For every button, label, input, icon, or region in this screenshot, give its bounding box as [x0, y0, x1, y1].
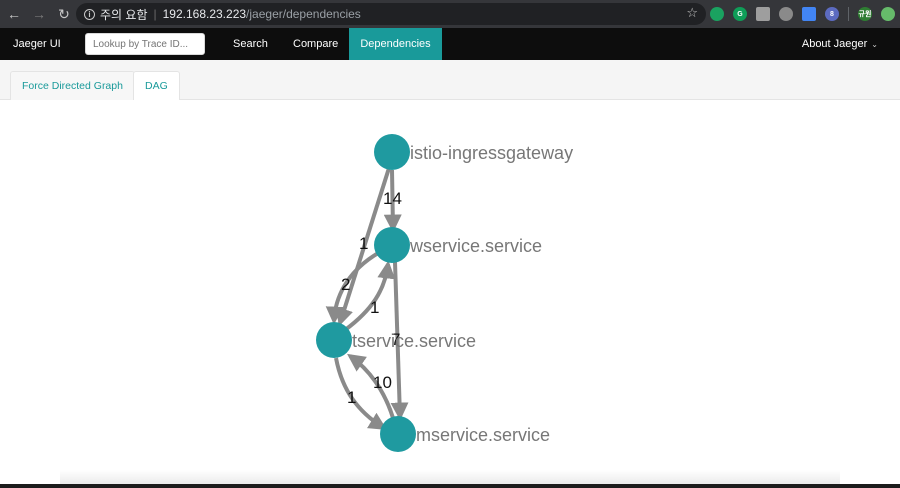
graph-edge[interactable]: [343, 260, 396, 332]
graph-node[interactable]: [380, 416, 416, 452]
node-label: mservice.service: [416, 425, 550, 445]
tab-strip: Force Directed Graph DAG: [0, 60, 900, 101]
node-label: wservice.service: [409, 236, 542, 256]
info-icon[interactable]: i: [84, 8, 95, 20]
dag-graph: 14 1 2 1 7 10 1 istio-ingressgateway wse…: [316, 134, 573, 452]
about-jaeger-menu[interactable]: About Jaeger⌄: [802, 28, 878, 61]
graph-edge[interactable]: [334, 357, 388, 430]
tab-force-directed-graph[interactable]: Force Directed Graph: [10, 71, 135, 100]
browser-toolbar: ← → ↻ i 주의 요함 | 192.168.23.223/jaeger/de…: [0, 0, 900, 28]
graph-edge[interactable]: [335, 167, 391, 327]
edge-label: 10: [373, 373, 392, 392]
address-bar[interactable]: i 주의 요함 | 192.168.23.223/jaeger/dependen…: [76, 3, 706, 25]
graph-edge[interactable]: [325, 250, 381, 325]
node-label: tservice.service: [352, 331, 476, 351]
bookmark-star-icon[interactable]: ☆: [686, 5, 698, 20]
graph-edges: [325, 167, 409, 430]
forward-icon[interactable]: →: [32, 6, 46, 22]
shield-icon[interactable]: [779, 7, 793, 21]
dag-canvas[interactable]: 14 1 2 1 7 10 1 istio-ingressgateway wse…: [0, 100, 900, 484]
security-warning: 주의 요함: [100, 7, 148, 22]
url-separator: |: [153, 7, 157, 21]
reload-icon[interactable]: ↻: [58, 5, 70, 22]
graph-node[interactable]: [374, 134, 410, 170]
monitor-icon[interactable]: [802, 7, 816, 21]
image-icon[interactable]: [756, 7, 770, 21]
brand-logo[interactable]: Jaeger UI: [13, 38, 61, 50]
graph-edge[interactable]: [383, 169, 402, 233]
edge-label: 2: [341, 275, 350, 294]
tab-dag[interactable]: DAG: [133, 71, 180, 101]
canvas-shadow: [60, 470, 840, 484]
toolbar-separator: [848, 7, 849, 21]
nav-compare[interactable]: Compare: [293, 38, 339, 50]
window-bottom-edge: [0, 484, 900, 488]
edge-label: 14: [383, 189, 402, 208]
edge-labels: 14 1 2 1 7 10 1: [341, 189, 402, 407]
trace-id-lookup-input[interactable]: [85, 33, 205, 55]
url-host: 192.168.23.223: [162, 7, 247, 21]
chevron-down-icon: ⌄: [871, 40, 878, 49]
node-labels: istio-ingressgateway wservice.service ts…: [352, 143, 573, 445]
graph-node[interactable]: [374, 227, 410, 263]
about-label: About Jaeger: [801, 38, 868, 50]
nav-search[interactable]: Search: [233, 38, 268, 50]
edge-label: 1: [347, 388, 356, 407]
g-icon[interactable]: G: [733, 7, 747, 21]
edge-label: 1: [359, 234, 368, 253]
graph-edge[interactable]: [390, 261, 409, 421]
graph-node[interactable]: [316, 322, 352, 358]
node-label: istio-ingressgateway: [410, 143, 573, 163]
app-top-nav: Jaeger UI Search Compare Dependencies Ab…: [0, 28, 900, 60]
puzzle-icon[interactable]: 8: [825, 7, 839, 21]
graph-nodes: [316, 134, 416, 452]
leaf-icon[interactable]: [710, 7, 724, 21]
edge-label: 1: [370, 298, 379, 317]
url-path: /jaeger/dependencies: [246, 7, 361, 21]
sync-icon[interactable]: [881, 7, 895, 21]
extensions-area: G 8 규원: [710, 5, 895, 23]
profile-icon[interactable]: 규원: [858, 7, 872, 21]
edge-label: 7: [391, 330, 400, 349]
back-icon[interactable]: ←: [7, 6, 21, 22]
graph-edge[interactable]: [347, 353, 395, 419]
nav-dependencies[interactable]: Dependencies: [349, 28, 442, 60]
